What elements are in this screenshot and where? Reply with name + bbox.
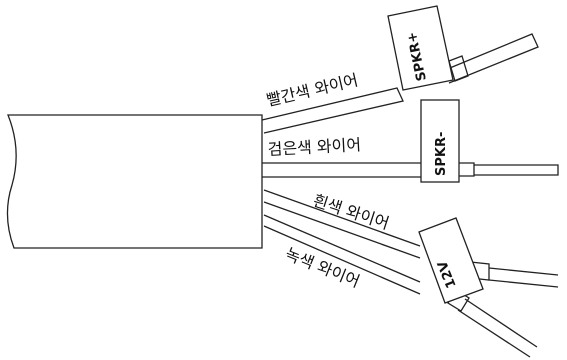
label-red-wire: 빨간색 와이어 bbox=[265, 70, 360, 110]
wire-white bbox=[263, 189, 559, 288]
wire-black bbox=[262, 162, 559, 178]
label-black-wire: 검은색 와이어 bbox=[267, 135, 361, 159]
tag-spkr-minus: SPKR- bbox=[420, 99, 460, 183]
cable-jacket bbox=[6, 114, 263, 249]
tag-spkr-plus: SPKR+ bbox=[387, 5, 454, 91]
svg-text:SPKR-: SPKR- bbox=[434, 132, 449, 176]
wire-green bbox=[263, 214, 538, 358]
tag-12v: 12V bbox=[418, 217, 484, 304]
wire-red bbox=[261, 33, 539, 134]
label-white-wire: 흰색 와이어 bbox=[311, 191, 392, 233]
